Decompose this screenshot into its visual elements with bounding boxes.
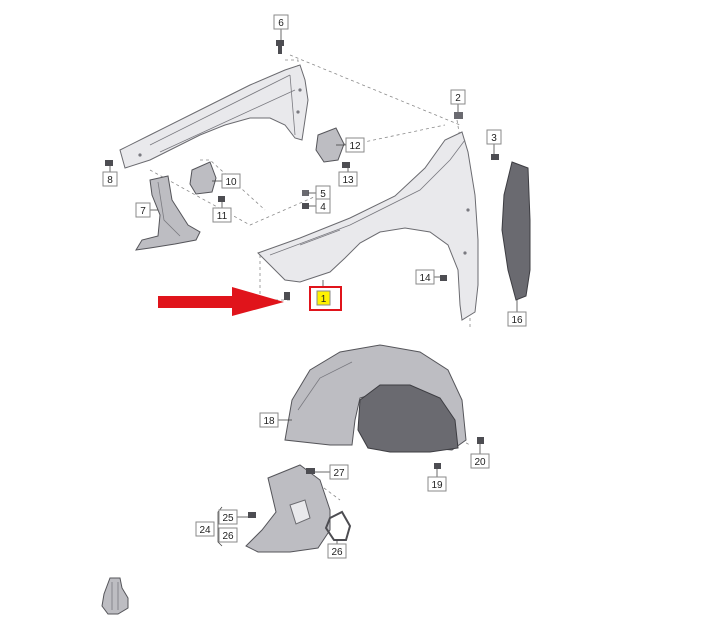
callout-14: 14 [415,269,435,285]
callout-26-left: 26 [218,527,238,543]
callout-8-text: 8 [107,175,113,186]
svg-text:5: 5 [320,189,326,200]
callout-1-highlighted: 1 [309,286,342,311]
callout-13: 13 [338,171,358,187]
part-12-bracket [315,127,345,163]
svg-text:11: 11 [217,211,228,222]
callout-2: 2 [450,89,466,105]
part-26-gasket [324,510,352,541]
part-7-bracket [135,175,201,251]
callout-24: 24 [195,521,215,537]
callout-27: 27 [329,464,349,480]
callout-18: 18 [259,412,279,428]
svg-text:4: 4 [320,202,326,213]
svg-text:2: 2 [455,93,461,104]
svg-text:13: 13 [342,175,354,186]
svg-text:19: 19 [431,480,443,491]
svg-text:3: 3 [491,133,497,144]
svg-text:27: 27 [333,468,345,479]
callout-8-box: 8 [102,171,118,187]
svg-text:18: 18 [263,416,275,427]
svg-text:10: 10 [225,177,237,188]
red-arrow-icon [158,287,284,316]
sleeve-part [101,577,129,615]
callout-25: 25 [218,509,238,525]
part-10-bracket [189,161,217,195]
part-24-lower-liner [245,464,331,553]
svg-text:14: 14 [419,273,431,284]
svg-text:7: 7 [140,206,146,217]
callout-labels: 6 2 3 12 6 13 10 5 [135,14,527,559]
callout-16: 16 [507,311,527,327]
callout-12: 12 [345,137,365,153]
fender-support-rail [119,64,309,169]
callout-11: 11 [212,207,232,223]
callout-26-right: 26 [327,543,347,559]
svg-text:12: 12 [349,141,361,152]
callout-19: 19 [427,476,447,492]
svg-text:6: 6 [278,18,284,29]
svg-text:26: 26 [331,547,343,558]
svg-text:24: 24 [199,525,211,536]
callout-4: 4 [315,198,331,214]
fasteners [105,40,499,518]
part-18-wheel-liner [284,344,467,453]
svg-text:26: 26 [222,531,234,542]
callout-7: 7 [135,202,151,218]
callout-3: 3 [486,129,502,145]
part-1-fender [257,131,479,321]
callout-5: 5 [315,185,331,201]
callout-10: 10 [221,173,241,189]
part-16-moulding [501,161,531,301]
svg-text:20: 20 [474,457,486,468]
svg-text:16: 16 [511,315,523,326]
svg-text:25: 25 [222,513,234,524]
callout-20: 20 [470,453,490,469]
callout-6-top: 6 [273,14,289,30]
svg-text:1: 1 [321,294,327,305]
